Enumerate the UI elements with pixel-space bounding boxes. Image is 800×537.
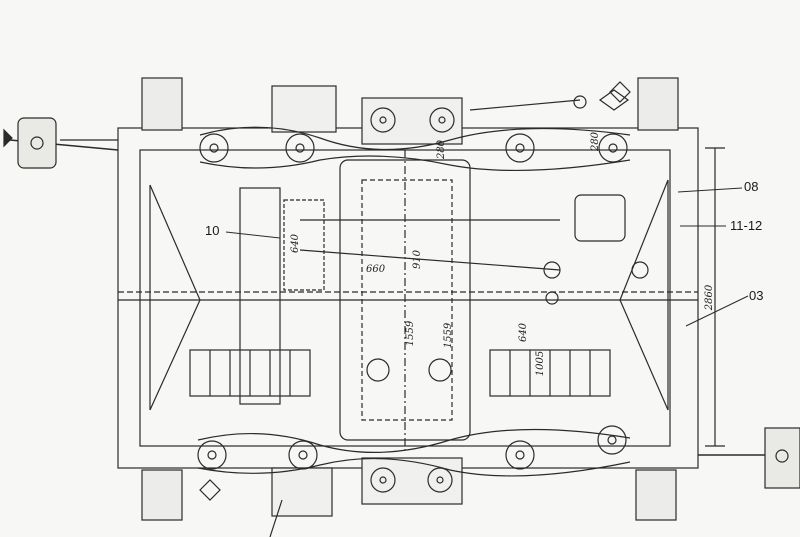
linkages — [299, 89, 649, 305]
axle-left — [189, 187, 325, 405]
callout-10: 10 — [205, 223, 220, 238]
dimension-640-left: 640 — [290, 233, 302, 254]
right-buffer — [698, 427, 800, 489]
dimension-910: 910 — [412, 249, 424, 270]
dimension-280-top: 280 — [436, 139, 448, 160]
axle-right — [489, 194, 626, 397]
main-frame — [117, 127, 699, 469]
bottom-bracket — [199, 81, 631, 537]
central-bolster — [339, 150, 471, 450]
wheels-bottom — [197, 425, 627, 493]
corner-posts — [141, 77, 679, 521]
dimension-1559-right: 1559 — [443, 322, 455, 349]
dimension-1559-left: 1559 — [405, 320, 417, 347]
equalizer-beams — [197, 126, 631, 477]
callout-03: 03 — [749, 288, 764, 303]
dimension-280-right: 280 — [590, 131, 602, 152]
wheels-top — [199, 107, 628, 163]
dimension-640-right: 640 — [518, 322, 530, 343]
cross-bracing — [149, 179, 669, 411]
left-buffer — [3, 117, 119, 169]
dimension-1005: 1005 — [535, 350, 547, 377]
dimension-2860: 2860 — [704, 284, 716, 311]
callout-11-12: 11-12 — [730, 218, 763, 233]
callout-08: 08 — [744, 179, 759, 194]
callout-leaders — [225, 187, 749, 327]
dimension-2860 — [705, 147, 725, 447]
dimension-660: 660 — [366, 264, 386, 275]
